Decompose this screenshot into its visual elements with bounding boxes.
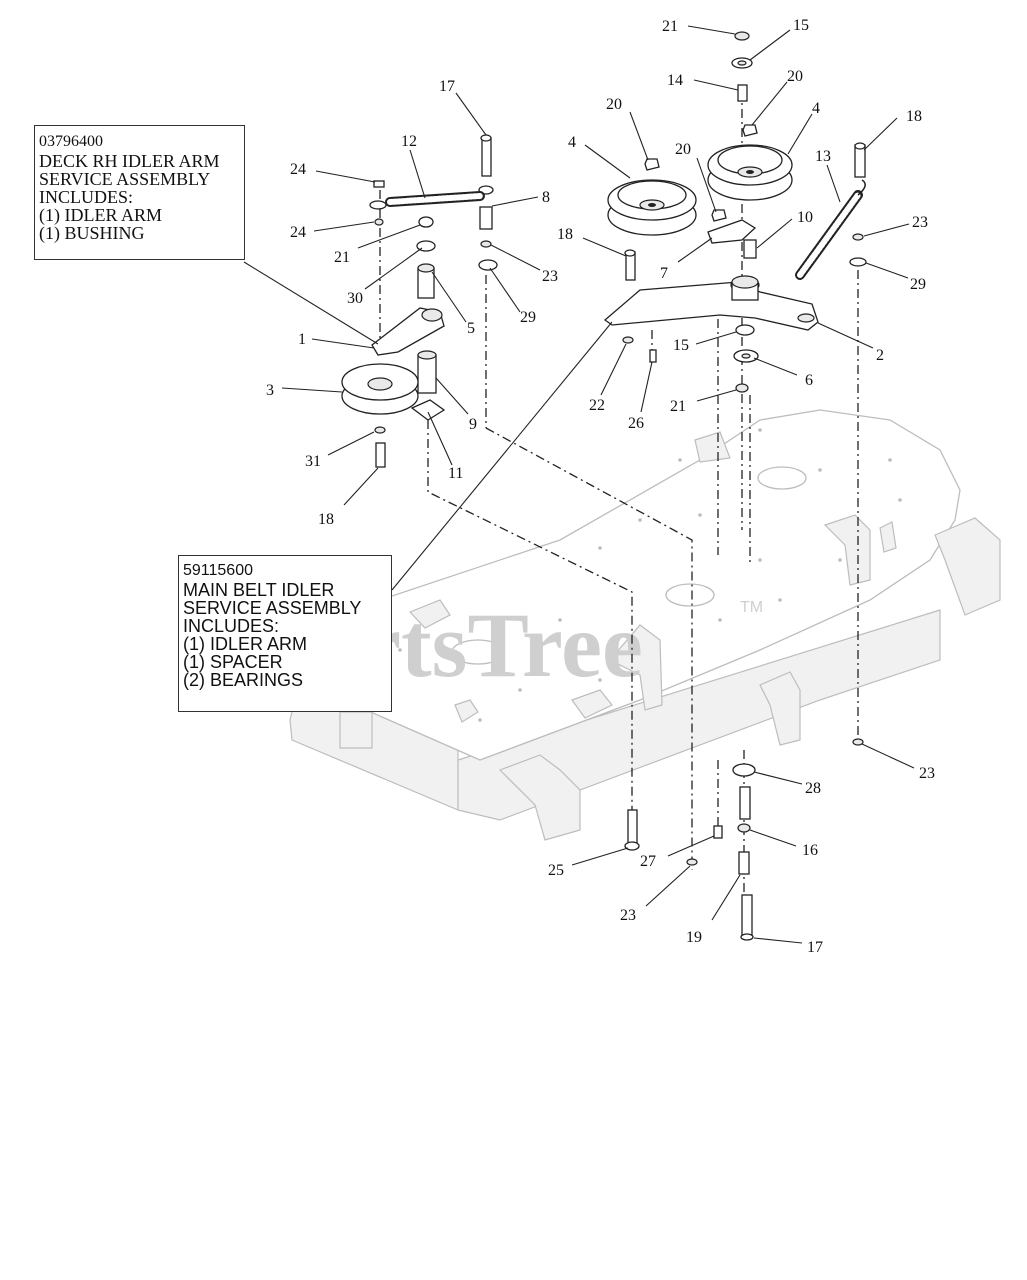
callout-8: 8 — [542, 189, 550, 206]
box-line: INCLUDES: — [39, 187, 133, 207]
callout-15: 15 — [793, 17, 809, 34]
callout-18: 18 — [557, 226, 573, 243]
pulley-lower-left — [341, 363, 419, 415]
callout-28: 28 — [805, 780, 821, 797]
callout-19: 19 — [686, 929, 702, 946]
callout-3: 3 — [266, 382, 274, 399]
pulley-left — [607, 179, 697, 236]
rh-idler-service-assembly-box: 03796400 DECK RH IDLER ARM SERVICE ASSEM… — [34, 125, 245, 260]
callout-23: 23 — [542, 268, 558, 285]
callout-14: 14 — [667, 72, 683, 89]
main-belt-idler-service-assembly-box: 59115600 MAIN BELT IDLER SERVICE ASSEMBL… — [178, 555, 392, 712]
callout-10: 10 — [797, 209, 813, 226]
callout-17: 17 — [807, 939, 823, 956]
callout-11: 11 — [448, 465, 463, 482]
box-line: INCLUDES: — [183, 616, 280, 636]
callout-18: 18 — [318, 511, 334, 528]
callout-21: 21 — [334, 249, 350, 266]
box-line: SERVICE ASSEMBLY — [183, 598, 362, 618]
callout-30: 30 — [347, 290, 363, 307]
callout-20: 20 — [787, 68, 803, 85]
callout-4: 4 — [568, 134, 576, 151]
box-line: DECK RH IDLER ARM — [39, 151, 220, 171]
callout-29: 29 — [520, 309, 536, 326]
pulley-right — [707, 144, 793, 201]
box-line: (1) IDLER ARM — [39, 205, 162, 225]
deck-top-plate — [296, 409, 961, 761]
callout-23: 23 — [620, 907, 636, 924]
mower-deck — [289, 409, 1001, 841]
spring-left — [369, 191, 485, 210]
callout-5: 5 — [467, 320, 475, 337]
callout-13: 13 — [815, 148, 831, 165]
box-line: SERVICE ASSEMBLY — [39, 169, 211, 189]
callout-31: 31 — [305, 453, 321, 470]
callout-18: 18 — [906, 108, 922, 125]
box-line: (2) BEARINGS — [183, 670, 304, 690]
callout-21: 21 — [670, 398, 686, 415]
leader-lines — [243, 25, 915, 944]
callout-20: 20 — [675, 141, 691, 158]
callout-20: 20 — [606, 96, 622, 113]
callout-12: 12 — [401, 133, 417, 150]
main-idler-arm — [603, 275, 819, 331]
box-line: (1) BUSHING — [39, 223, 145, 243]
callout-27: 27 — [640, 853, 656, 870]
callout-23: 23 — [912, 214, 928, 231]
parts — [341, 31, 867, 941]
part-number: 03796400 — [39, 133, 103, 150]
callout-23: 23 — [919, 765, 935, 782]
callout-25: 25 — [548, 862, 564, 879]
callout-24: 24 — [290, 224, 306, 241]
callout-21: 21 — [662, 18, 678, 35]
callout-2: 2 — [876, 347, 884, 364]
callout-4: 4 — [812, 100, 820, 117]
trademark-symbol: TM — [740, 599, 763, 616]
part-number: 59115600 — [183, 562, 253, 579]
callout-9: 9 — [469, 416, 477, 433]
callout-26: 26 — [628, 415, 644, 432]
callout-6: 6 — [805, 372, 813, 389]
callout-15: 15 — [673, 337, 689, 354]
callout-24: 24 — [290, 161, 306, 178]
callout-29: 29 — [910, 276, 926, 293]
box-line: (1) SPACER — [183, 652, 283, 672]
callout-7: 7 — [660, 265, 668, 282]
box-line: (1) IDLER ARM — [183, 634, 308, 654]
box-line: MAIN BELT IDLER — [183, 580, 335, 600]
callout-numbers: 21 15 14 20 4 20 4 17 18 12 20 13 24 8 1… — [266, 17, 935, 956]
callout-22: 22 — [589, 397, 605, 414]
spring-right — [795, 179, 866, 280]
callout-16: 16 — [802, 842, 818, 859]
callout-1: 1 — [298, 331, 306, 348]
callout-17: 17 — [439, 78, 455, 95]
